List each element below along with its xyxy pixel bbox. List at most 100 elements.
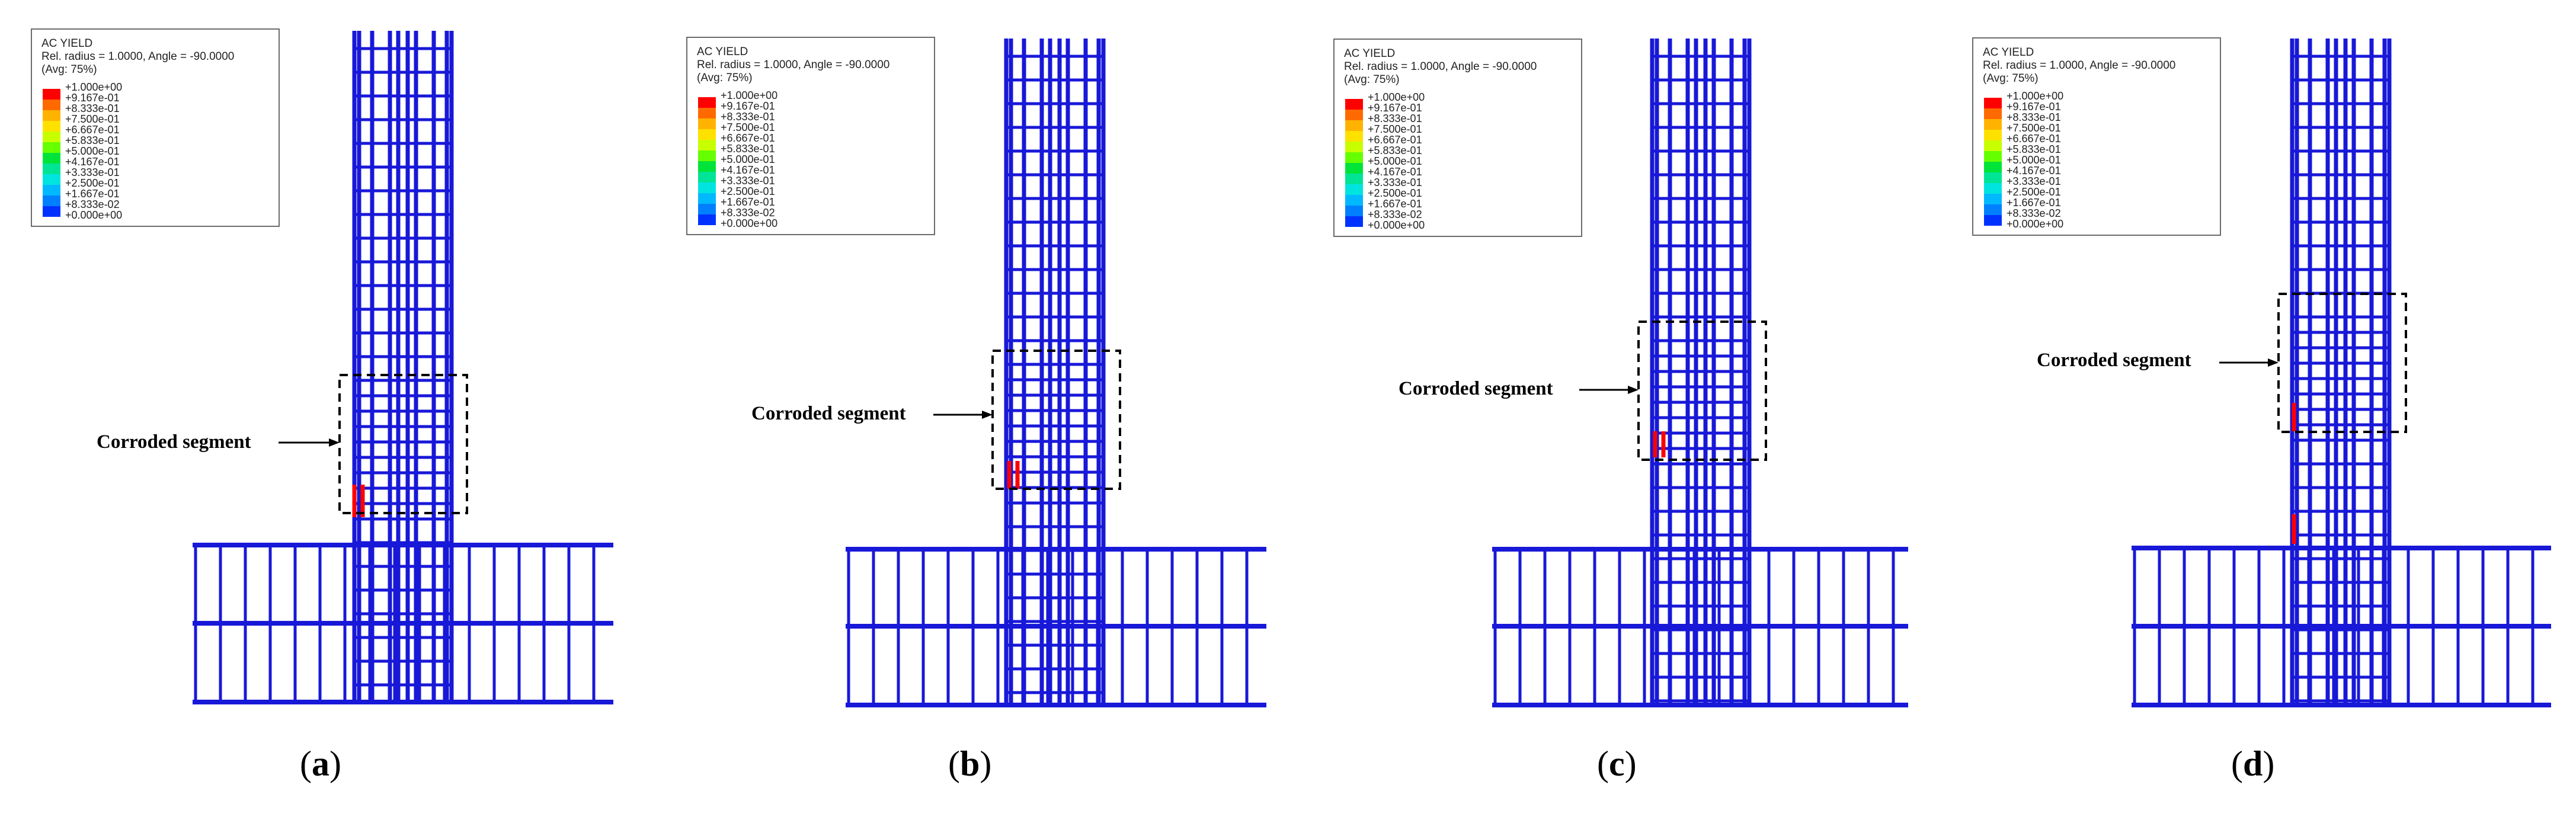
legend-color-swatch <box>1345 131 1363 142</box>
legend-color-swatch <box>1345 163 1363 174</box>
legend-value: +9.167e-01 <box>721 100 775 112</box>
legend-color-swatch <box>1345 195 1363 206</box>
corroded-segment-box <box>1637 321 1767 461</box>
legend-color-swatch <box>43 164 60 174</box>
legend-color-swatch <box>43 174 60 185</box>
legend-avg: (Avg: 75%) <box>1983 72 2039 85</box>
legend-color-swatch <box>1345 216 1363 227</box>
legend-color-swatch <box>43 110 60 121</box>
legend-title: AC YIELD <box>1344 47 1396 60</box>
legend-value: +8.333e-02 <box>1368 209 1422 220</box>
legend-color-swatch <box>1984 204 2002 215</box>
legend-value: +1.000e+00 <box>2007 90 2064 102</box>
corroded-segment-box <box>991 350 1121 490</box>
panel-label-d: (d) <box>2231 744 2275 783</box>
legend-color-swatch <box>698 193 716 204</box>
panel-label-c: (c) <box>1597 744 1637 783</box>
legend-value: +1.667e-01 <box>65 188 120 200</box>
legend-values: +1.000e+00+9.167e-01+8.333e-01+7.500e-01… <box>721 90 777 229</box>
legend-color-swatch <box>43 206 60 217</box>
legend-value: +5.833e-01 <box>2007 143 2061 155</box>
legend-color-swatch <box>1984 162 2002 172</box>
legend-color-swatch <box>43 132 60 142</box>
legend-values: +1.000e+00+9.167e-01+8.333e-01+7.500e-01… <box>65 82 122 220</box>
legend-title: AC YIELD <box>1983 46 2034 59</box>
legend-color-swatch <box>698 214 716 225</box>
corroded-segment-arrow-head <box>329 438 340 447</box>
legend-subtitle: Rel. radius = 1.0000, Angle = -90.0000 <box>1344 60 1537 73</box>
legend-color-swatch <box>698 108 716 118</box>
legend-box: AC YIELD Rel. radius = 1.0000, Angle = -… <box>686 37 935 235</box>
legend-color-swatch <box>1345 206 1363 216</box>
legend-color-bar <box>43 89 60 217</box>
legend-value: +2.500e-01 <box>2007 186 2061 198</box>
corroded-segment-label: Corroded segment <box>751 403 906 424</box>
legend-color-swatch <box>1984 140 2002 151</box>
legend-color-swatch <box>1984 151 2002 162</box>
legend-value: +8.333e-01 <box>721 111 775 123</box>
legend-value: +4.167e-01 <box>721 164 775 176</box>
corroded-segment-label: Corroded segment <box>97 431 251 453</box>
legend-value: +1.000e+00 <box>65 81 123 93</box>
legend-value: +1.667e-01 <box>1368 198 1422 210</box>
legend-value: +6.667e-01 <box>1368 134 1422 146</box>
legend-color-swatch <box>43 100 60 110</box>
legend-subtitle: Rel. radius = 1.0000, Angle = -90.0000 <box>41 50 235 63</box>
legend-value: +8.333e-02 <box>65 198 120 210</box>
legend-avg: (Avg: 75%) <box>41 63 97 76</box>
legend-value: +7.500e-01 <box>1368 123 1422 135</box>
legend-value: +7.500e-01 <box>721 121 775 133</box>
legend-color-swatch <box>1984 98 2002 108</box>
legend-value: +3.333e-01 <box>721 175 775 187</box>
legend-color-bar <box>1345 99 1363 227</box>
legend-color-swatch <box>698 129 716 140</box>
legend-value: +5.000e-01 <box>1368 155 1422 167</box>
legend-value: +5.000e-01 <box>2007 154 2061 166</box>
legend-value: +0.000e+00 <box>721 217 778 229</box>
legend-value: +3.333e-01 <box>2007 175 2061 187</box>
panel-label-a: (a) <box>300 744 341 783</box>
legend-value: +8.333e-01 <box>65 102 120 114</box>
legend-color-bar <box>1984 98 2002 226</box>
legend-value: +4.167e-01 <box>2007 165 2061 177</box>
legend-value: +0.000e+00 <box>2007 218 2064 230</box>
legend-value: +9.167e-01 <box>65 92 120 104</box>
legend-color-swatch <box>43 142 60 153</box>
legend-color-swatch <box>1345 110 1363 120</box>
legend-value: +3.333e-01 <box>1368 177 1422 188</box>
legend-value: +4.167e-01 <box>1368 166 1422 178</box>
legend-value: +5.000e-01 <box>721 153 775 165</box>
legend-color-swatch <box>43 89 60 100</box>
legend-box: AC YIELD Rel. radius = 1.0000, Angle = -… <box>1333 39 1582 237</box>
legend-value: +5.833e-01 <box>65 134 120 146</box>
legend-color-swatch <box>1345 174 1363 184</box>
corroded-segment-arrow-head <box>1628 386 1639 394</box>
legend-color-swatch <box>1345 142 1363 152</box>
legend-value: +6.667e-01 <box>2007 133 2061 145</box>
corroded-segment-label: Corroded segment <box>2037 350 2191 371</box>
legend-values: +1.000e+00+9.167e-01+8.333e-01+7.500e-01… <box>2007 91 2063 229</box>
legend-color-swatch <box>1345 152 1363 163</box>
legend-value: +1.667e-01 <box>2007 197 2061 209</box>
legend-color-swatch <box>698 140 716 150</box>
legend-value: +6.667e-01 <box>721 132 775 144</box>
corroded-segment-box <box>338 374 468 514</box>
legend-avg: (Avg: 75%) <box>697 72 753 84</box>
panel-label-b: (b) <box>948 744 992 783</box>
legend-value: +1.000e+00 <box>1368 91 1425 103</box>
legend-color-swatch <box>1345 99 1363 110</box>
legend-value: +0.000e+00 <box>65 209 123 221</box>
legend-color-swatch <box>1984 130 2002 140</box>
legend-color-swatch <box>43 196 60 206</box>
legend-color-swatch <box>1984 108 2002 119</box>
legend-color-swatch <box>698 204 716 214</box>
legend-value: +2.500e-01 <box>1368 187 1422 199</box>
legend-value: +5.000e-01 <box>65 145 120 157</box>
legend-value: +4.167e-01 <box>65 156 120 168</box>
legend-subtitle: Rel. radius = 1.0000, Angle = -90.0000 <box>1983 59 2176 72</box>
legend-value: +8.333e-02 <box>721 207 775 219</box>
legend-color-swatch <box>698 172 716 182</box>
legend-value: +8.333e-01 <box>2007 111 2061 123</box>
